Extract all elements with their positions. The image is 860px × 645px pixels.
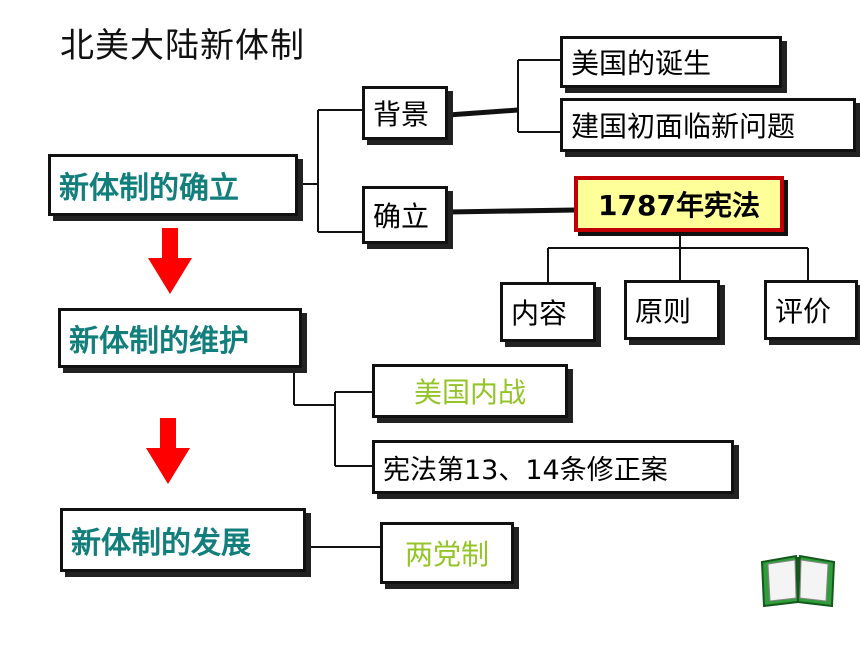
node-establish: 新体制的确立 [48, 154, 298, 216]
node-constitution: 1787年宪法 [574, 176, 784, 232]
node-maintain: 新体制的维护 [58, 308, 302, 368]
node-background: 背景 [362, 86, 448, 140]
node-new-problems: 建国初面临新问题 [560, 98, 856, 152]
node-develop: 新体制的发展 [60, 508, 306, 572]
book-icon[interactable] [758, 550, 838, 610]
down-arrow-icon [146, 418, 190, 484]
page-title: 北美大陆新体制 [60, 26, 305, 66]
node-amendments: 宪法第13、14条修正案 [372, 440, 734, 494]
node-confirm: 确立 [362, 186, 448, 244]
node-two-party: 两党制 [380, 522, 514, 584]
node-civil-war: 美国内战 [372, 364, 568, 418]
node-principle: 原则 [624, 280, 720, 340]
node-birth: 美国的诞生 [560, 36, 782, 88]
node-content: 内容 [500, 282, 596, 342]
node-evaluation: 评价 [764, 280, 858, 340]
down-arrow-icon [148, 228, 192, 294]
